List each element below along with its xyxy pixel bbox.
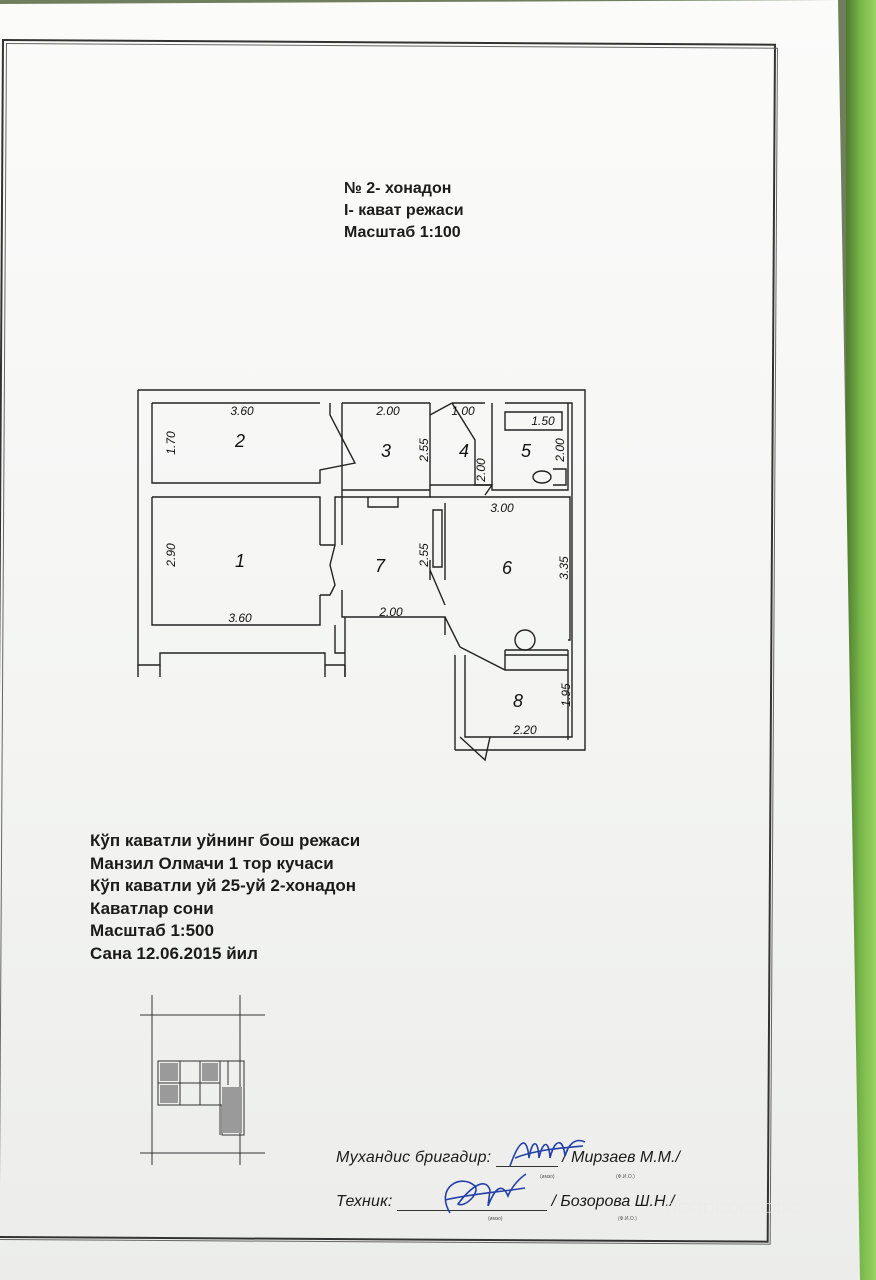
room-6-width: 3.00: [490, 501, 514, 515]
technician-signature: [444, 1173, 527, 1214]
room-6-number: 6: [502, 558, 513, 578]
engineer-fio-note: (Ф.И.О.): [616, 1174, 635, 1180]
room-7-number: 7: [375, 556, 386, 576]
room-4-width: 1.00: [451, 404, 475, 418]
room-2-depth: 1.70: [164, 431, 178, 455]
engineer-signature-line: Мухандис бригадир: / Мирзаев М.М./: [336, 1149, 680, 1167]
room-3-width: 2.00: [375, 404, 400, 418]
room-6-depth: 3.35: [557, 556, 571, 580]
room-8-number: 8: [513, 691, 523, 711]
room-4-depth: 2.00: [474, 458, 488, 483]
room-1-width: 3.60: [228, 611, 252, 625]
engineer-role: Мухандис бригадир:: [336, 1149, 492, 1166]
technician-sign-note: (имзо): [488, 1216, 503, 1222]
site-info: Кўп каватли уйнинг бош режаси Манзил Олм…: [90, 830, 360, 965]
technician-sign-blank: [397, 1194, 547, 1211]
engineer-sign-blank: [495, 1150, 558, 1167]
technician-role: Техник:: [336, 1193, 393, 1210]
plan-scale: Масштаб 1:100: [344, 224, 461, 241]
technician-signature-line: Техник: / Бозорова Ш.Н./: [336, 1193, 674, 1211]
floor-plan: 2 3 4 5 1 7 6 8 3.60 1.70 2.00 2.55 1.00…: [137, 389, 586, 762]
info-general-plan: Кўп каватли уйнинг бош режаси: [90, 831, 361, 850]
room-2-number: 2: [234, 431, 245, 451]
apartment-number: № 2- хонадон: [344, 180, 452, 197]
info-date: Сана 12.06.2015 йил: [90, 943, 258, 963]
room-7-width: 2.00: [378, 605, 403, 619]
info-address: Манзил Олмачи 1 тор кучаси: [90, 853, 334, 873]
plan-heading: № 2- хонадон I- кават режаси Масштаб 1:1…: [344, 178, 464, 244]
engineer-sign-note: (имзо): [540, 1174, 555, 1180]
room-5-depth: 2.00: [553, 438, 567, 463]
info-floors: Каватлар сони: [90, 898, 214, 918]
room-3-number: 3: [381, 441, 391, 461]
room-3-depth: 2.55: [417, 438, 431, 463]
room-5-number: 5: [521, 441, 532, 461]
room-7-depth: 2.55: [417, 543, 431, 568]
room-1-number: 1: [235, 551, 245, 571]
floor-plan-label: I- кават режаси: [344, 202, 464, 219]
room-1-depth: 2.90: [164, 543, 178, 568]
room-8-width: 2.20: [512, 723, 537, 737]
room-8-depth: 1.95: [559, 683, 573, 707]
engineer-name: / Мирзаев М.М./: [562, 1149, 680, 1166]
room-4-number: 4: [459, 441, 469, 461]
watermark: □□□□□□□□□□□: [666, 1200, 802, 1214]
info-building: Кўп каватли уй 25-уй 2-хонадон: [90, 876, 357, 895]
engineer-signature: [509, 1139, 586, 1167]
room-2-width: 3.60: [230, 404, 254, 418]
info-scale: Масштаб 1:500: [90, 921, 214, 940]
technician-fio-note: (Ф.И.О.): [618, 1216, 637, 1222]
room-5-width: 1.50: [531, 414, 555, 428]
technician-name: / Бозорова Ш.Н./: [551, 1193, 675, 1210]
site-mini-plan: [140, 995, 265, 1165]
